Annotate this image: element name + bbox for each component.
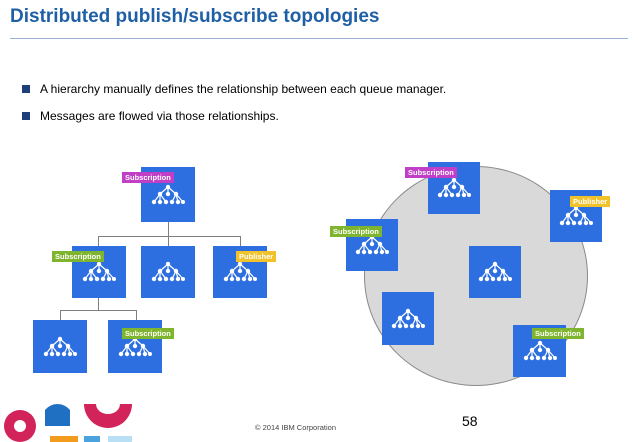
subscription-label: Subscription [122,172,174,183]
queue-manager[interactable] [33,320,87,373]
page-title: Distributed publish/subscribe topologies [10,6,380,27]
subscription-label: Subscription [122,328,174,339]
publisher-label: Publisher [570,196,611,207]
queue-manager[interactable] [469,246,521,298]
queue-manager-hierarchy-icon [523,340,557,361]
bullet-square-icon [22,85,30,93]
ibm-logo-graphic-icon [4,403,132,442]
queue-manager-hierarchy-icon [151,261,185,282]
subscription-label: Subscription [52,251,104,262]
queue-manager-hierarchy-icon [559,205,593,226]
queue-manager-hierarchy-icon [355,234,389,255]
queue-manager[interactable] [141,167,195,222]
copyright-text: © 2014 IBM Corporation [255,423,336,432]
queue-manager-hierarchy-icon [43,336,77,356]
connector-line [168,222,169,236]
title-divider [10,38,628,39]
connector-line [60,310,61,320]
subscription-label: Subscription [330,226,382,237]
queue-manager-hierarchy-icon [437,177,471,198]
page-number: 58 [462,413,478,429]
queue-manager-hierarchy-icon [151,184,185,204]
connector-line [60,310,136,311]
queue-manager[interactable] [382,292,434,345]
connector-line [98,298,99,310]
bullet-text: A hierarchy manually defines the relatio… [40,82,447,96]
connector-line [240,236,241,246]
subscription-label: Subscription [405,167,457,178]
queue-manager-hierarchy-icon [391,308,425,328]
bullet-text: Messages are flowed via those relationsh… [40,109,279,123]
queue-manager-hierarchy-icon [82,261,116,282]
connector-line [98,236,240,237]
connector-line [168,236,169,246]
publisher-label: Publisher [236,251,277,262]
subscription-label: Subscription [532,328,584,339]
connector-line [136,310,137,320]
connector-line [98,236,99,246]
queue-manager-hierarchy-icon [223,261,257,282]
bullet-square-icon [22,112,30,120]
queue-manager-hierarchy-icon [118,336,152,356]
queue-manager[interactable] [141,246,195,298]
queue-manager-hierarchy-icon [478,261,512,282]
